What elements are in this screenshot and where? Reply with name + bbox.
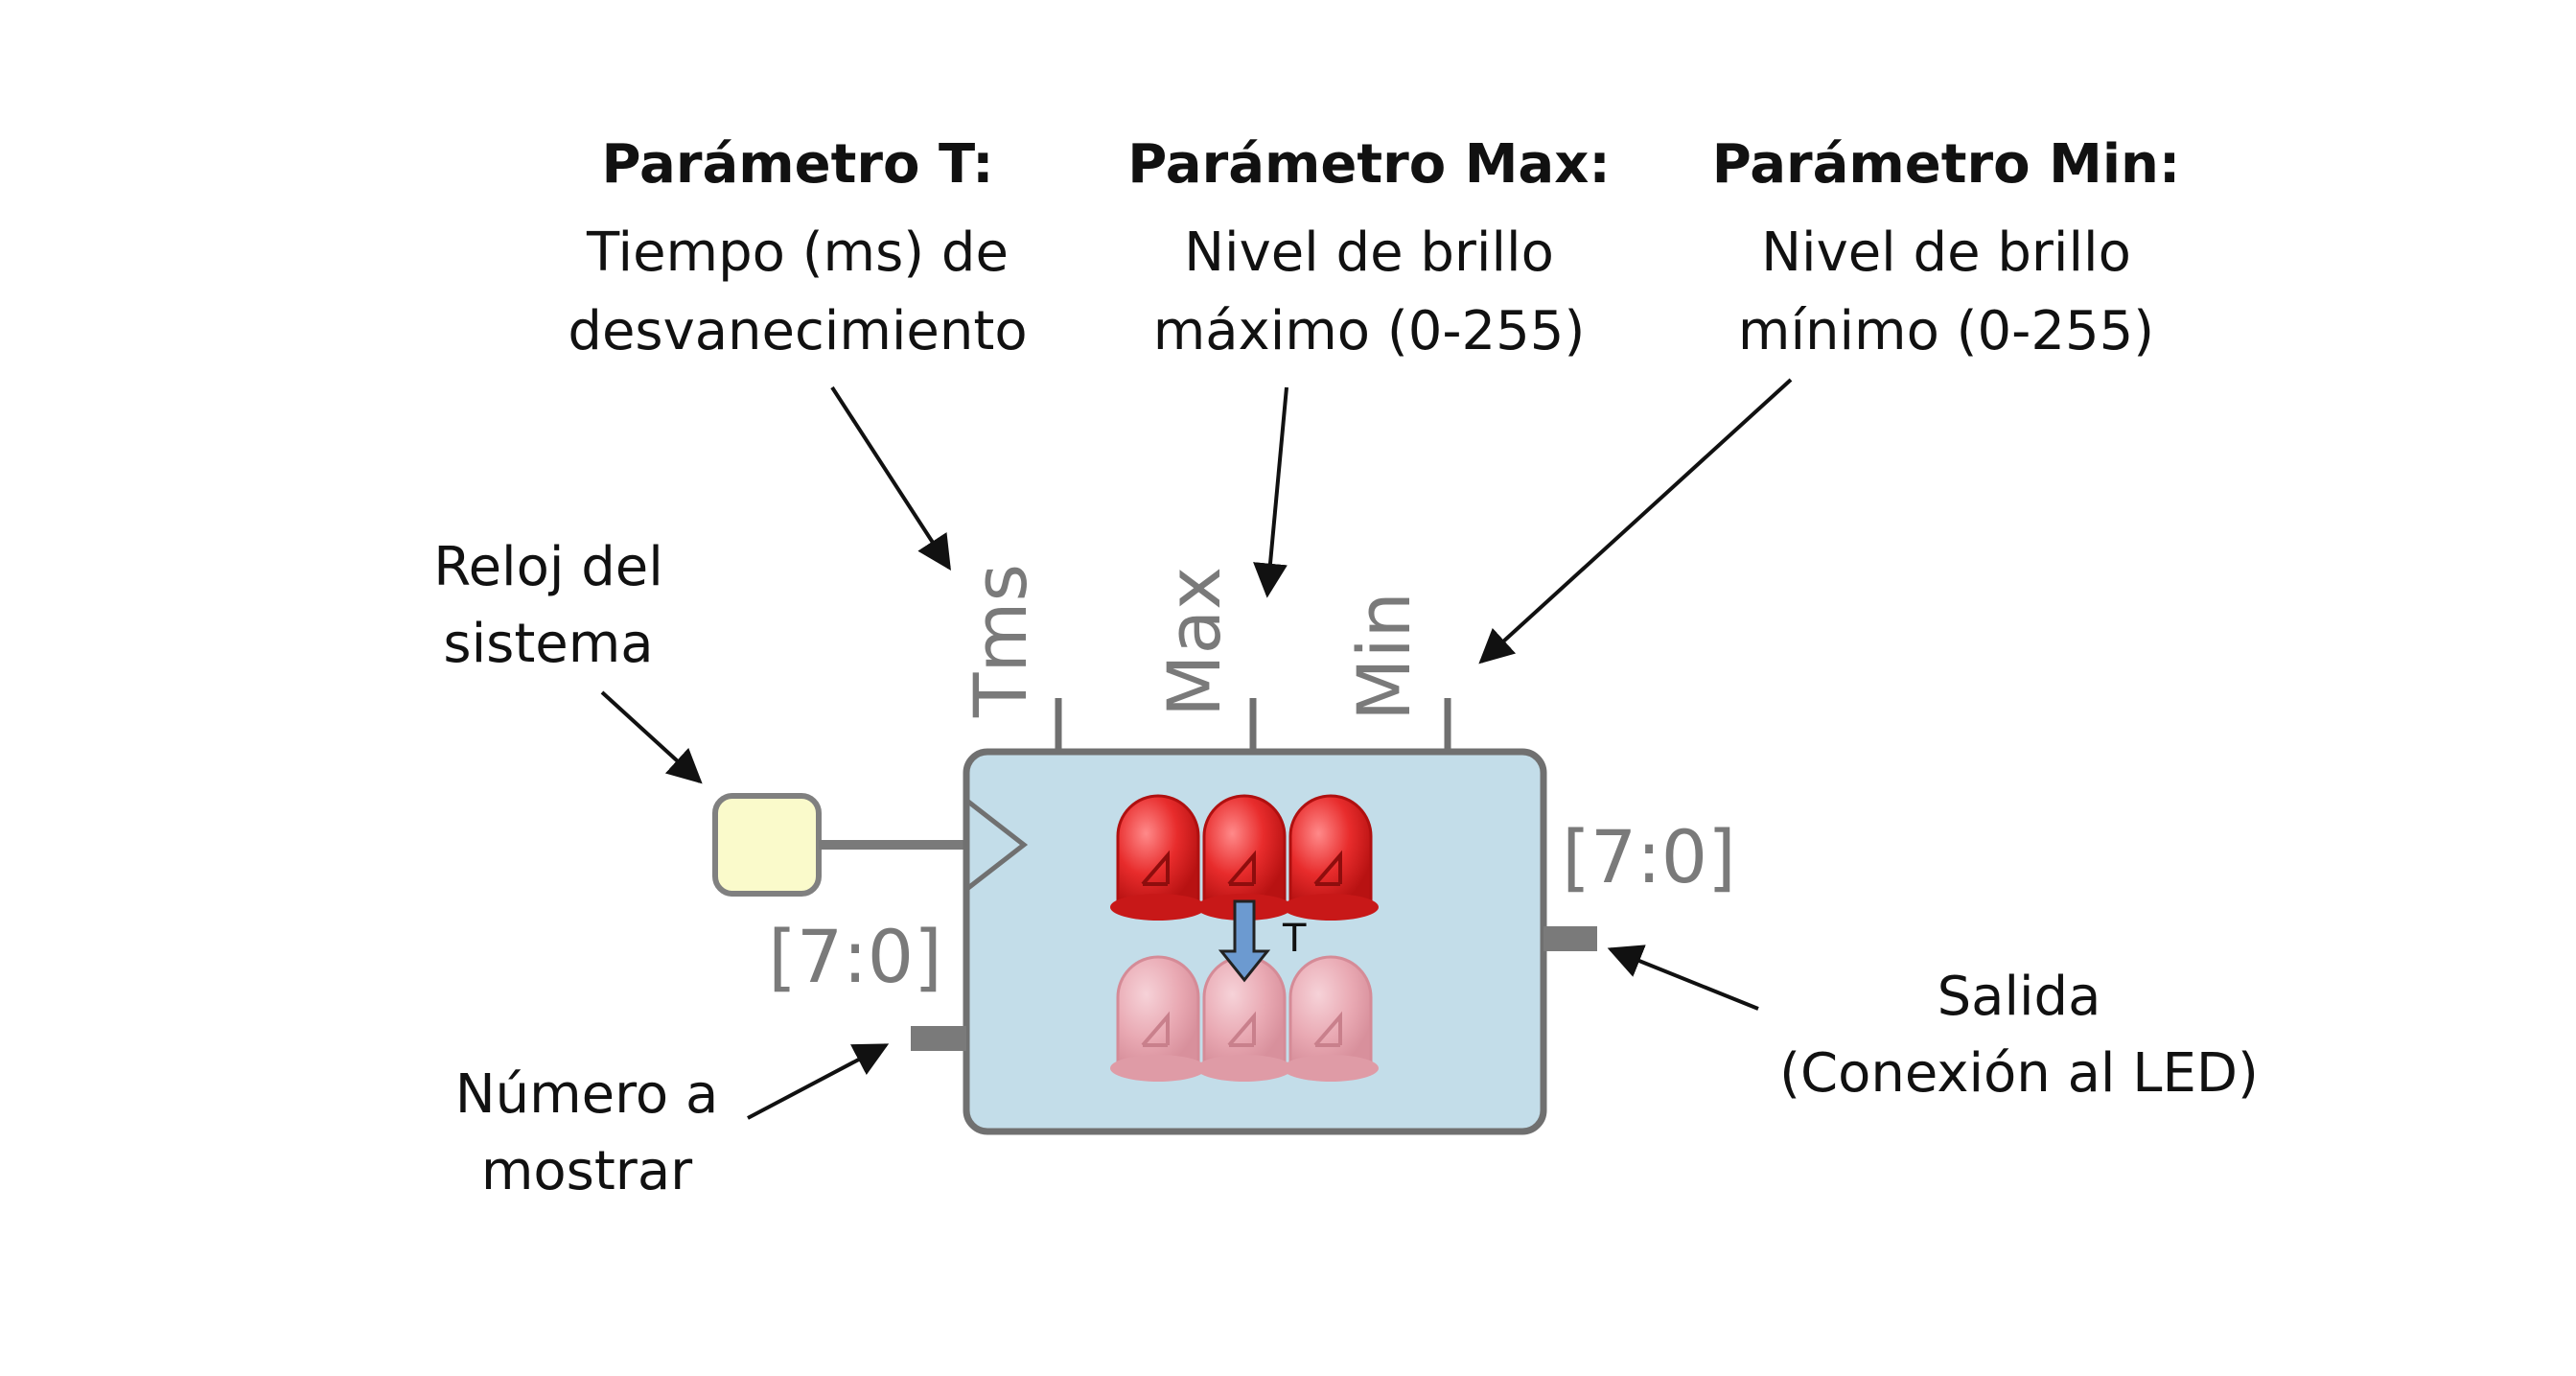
input-arrow (747, 1043, 890, 1120)
led-on-icon (1283, 794, 1379, 921)
port-label-tms: Tms (958, 564, 1043, 718)
fade-down-arrow-icon (1218, 899, 1271, 983)
param-t-arrow (830, 385, 951, 571)
input-annotation: Número a mostrar (455, 1043, 890, 1202)
param-max-title: Parámetro Max: (1127, 133, 1610, 196)
input-bus-label: [7:0] (768, 914, 942, 999)
led-off-icon (1283, 955, 1379, 1082)
param-max-arrow (1253, 386, 1288, 598)
param-t-desc-line1: Tiempo (ms) de (586, 222, 1009, 284)
fade-time-label: T (1282, 917, 1307, 961)
clock-arrow (600, 690, 703, 784)
param-min-arrow (1478, 378, 1793, 665)
led-faded-row (1110, 955, 1379, 1082)
led-bright-row (1110, 794, 1379, 921)
input-label-line2: mostrar (481, 1140, 693, 1202)
input-bus-stub (911, 1026, 966, 1051)
output-annotation: Salida (Conexión al LED) (1607, 945, 2259, 1105)
output-bus-stub (1543, 926, 1597, 951)
param-t-title: Parámetro T: (602, 133, 994, 196)
clock-label-line1: Reloj del (433, 536, 663, 598)
param-max-desc-line2: máximo (0-255) (1153, 300, 1586, 362)
param-min-title: Parámetro Min: (1712, 133, 2181, 196)
param-max-desc-line1: Nivel de brillo (1184, 222, 1554, 284)
param-max-annotation: Parámetro Max: Nivel de brillo máximo (0… (1127, 133, 1611, 598)
clock-annotation: Reloj del sistema (433, 536, 703, 784)
clock-edge-triangle (966, 800, 1029, 890)
clock-source-box[interactable] (712, 793, 822, 897)
led-off-icon (1196, 955, 1292, 1082)
param-t-desc-line2: desvanecimiento (568, 300, 1027, 362)
clock-label-line2: sistema (443, 613, 653, 675)
input-label-line1: Número a (455, 1063, 719, 1126)
output-label-line2: (Conexión al LED) (1779, 1042, 2259, 1105)
output-bus-label: [7:0] (1562, 814, 1736, 899)
port-label-min: Min (1341, 592, 1427, 721)
param-t-annotation: Parámetro T: Tiempo (ms) de desvanecimie… (568, 133, 1028, 571)
param-min-desc-line2: mínimo (0-255) (1738, 300, 2154, 362)
param-min-desc-line1: Nivel de brillo (1761, 222, 2131, 284)
port-label-max: Max (1151, 567, 1237, 717)
param-min-annotation: Parámetro Min: Nivel de brillo mínimo (0… (1478, 133, 2181, 665)
output-label-line1: Salida (1938, 966, 2101, 1028)
led-on-icon (1196, 794, 1292, 921)
led-off-icon (1110, 955, 1206, 1082)
output-arrow (1607, 945, 1759, 1011)
led-on-icon (1110, 794, 1206, 921)
